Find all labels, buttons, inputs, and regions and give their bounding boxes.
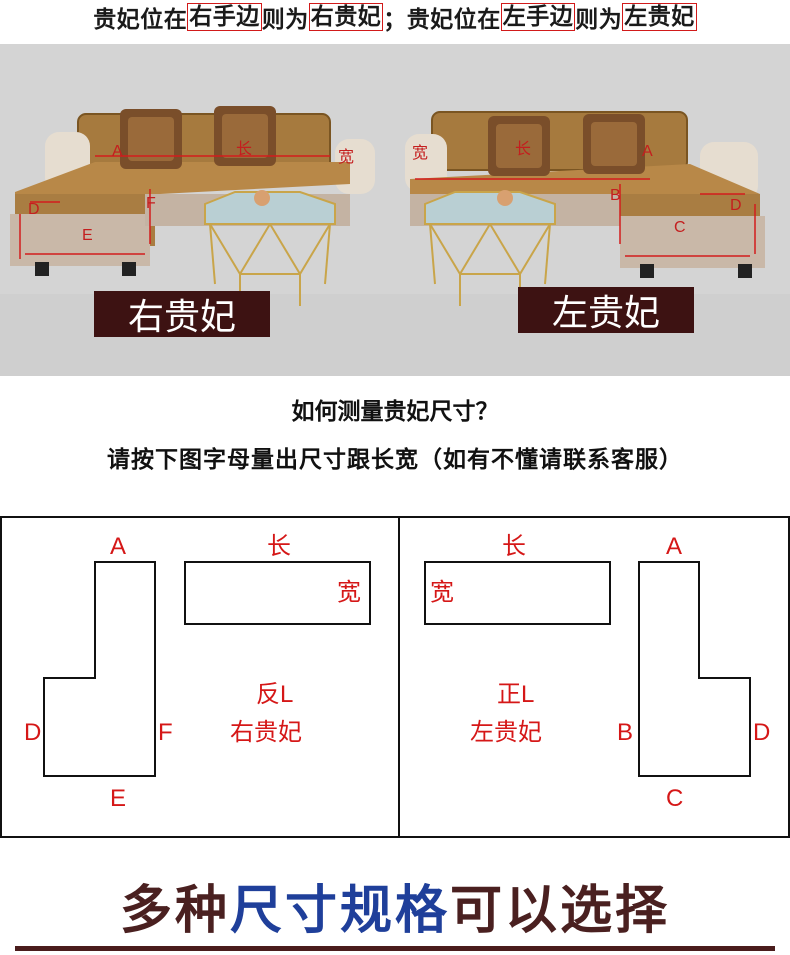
photo-left-label-f: F <box>146 195 156 212</box>
left-length-rect <box>184 561 371 625</box>
right-diagram-type-name: 正L <box>497 681 534 708</box>
right-diagram-label-a: A <box>666 533 682 560</box>
header-highlight-left-chaise: 左贵妃 <box>622 3 697 31</box>
coffee-table-right <box>424 190 556 306</box>
right-diagram-label-length: 长 <box>502 533 526 560</box>
photo-right-label-a: A <box>642 143 653 160</box>
photo-right-label-width: 宽 <box>412 144 428 162</box>
footer-slogan-part-3: 可以选择 <box>450 881 671 941</box>
right-length-rect <box>424 561 611 625</box>
photo-left-label-d: D <box>28 201 40 218</box>
right-diagram-label-d: D <box>753 719 770 746</box>
right-sofa: 宽 长 A B D C <box>405 111 765 278</box>
left-sofa: A 长 宽 D F E <box>10 106 375 276</box>
header-highlight-right-hand: 右手边 <box>187 3 262 31</box>
header-text-1: 贵妃位在 <box>93 7 188 33</box>
left-diagram-type-desc: 右贵妃 <box>230 719 302 746</box>
footer-slogan: 多种尺寸规格可以选择 <box>0 868 790 941</box>
header-text-4: 则为 <box>575 7 623 33</box>
left-diagram-type-name: 反L <box>256 681 293 708</box>
measure-question: 如何测量贵妃尺寸？ <box>291 399 499 425</box>
left-diagram-label-a: A <box>110 533 126 560</box>
right-diagram-label-c: C <box>666 785 683 812</box>
photo-left-label-width: 宽 <box>338 148 354 166</box>
left-chaise-tag: 左贵妃 <box>518 287 694 334</box>
header-text-3: ；贵妃位在 <box>383 7 501 33</box>
photo-right-label-length: 长 <box>515 140 531 158</box>
right-diagram-label-b: B <box>617 719 633 746</box>
left-diagram-label-d: D <box>24 719 41 746</box>
left-diagram-label-width: 宽 <box>337 579 361 606</box>
measurement-diagram: A D F E 长 宽 反L 右贵妃 长 宽 A B D C 正L 左贵妃 <box>0 516 790 838</box>
measure-instruction: 请按下图字母量出尺寸跟长宽（如有不懂请联系客服） <box>107 447 683 473</box>
left-diagram-label-length: 长 <box>267 533 291 560</box>
coffee-table-left <box>204 190 336 306</box>
photo-left-label-e: E <box>82 227 93 244</box>
right-chaise-tag: 右贵妃 <box>94 291 270 338</box>
photo-left-label-length: 长 <box>236 140 252 158</box>
left-diagram-label-f: F <box>158 719 173 746</box>
header-highlight-right-chaise: 右贵妃 <box>308 3 384 31</box>
footer-slogan-part-1: 多种 <box>119 881 230 941</box>
photo-right-label-b: B <box>610 187 621 204</box>
sofa-photo: A 长 宽 D F E 宽 <box>0 44 790 376</box>
right-diagram-type-desc: 左贵妃 <box>470 719 542 746</box>
photo-right-label-c: C <box>674 219 686 236</box>
normal-l-shape <box>638 561 751 777</box>
footer-rule <box>15 946 775 951</box>
right-diagram-label-width: 宽 <box>430 579 454 606</box>
photo-right-label-d: D <box>730 197 742 214</box>
left-diagram-label-e: E <box>110 785 126 812</box>
reverse-l-shape <box>43 561 156 777</box>
photo-left-label-a: A <box>112 143 123 160</box>
header-caption: 贵妃位在 右手边 则为 右贵妃 ；贵妃位在 左手边 则为 左贵妃 <box>0 0 790 34</box>
header-highlight-left-hand: 左手边 <box>500 3 576 31</box>
header-text-2: 则为 <box>261 7 309 33</box>
footer-slogan-part-2: 尺寸规格 <box>229 881 450 941</box>
